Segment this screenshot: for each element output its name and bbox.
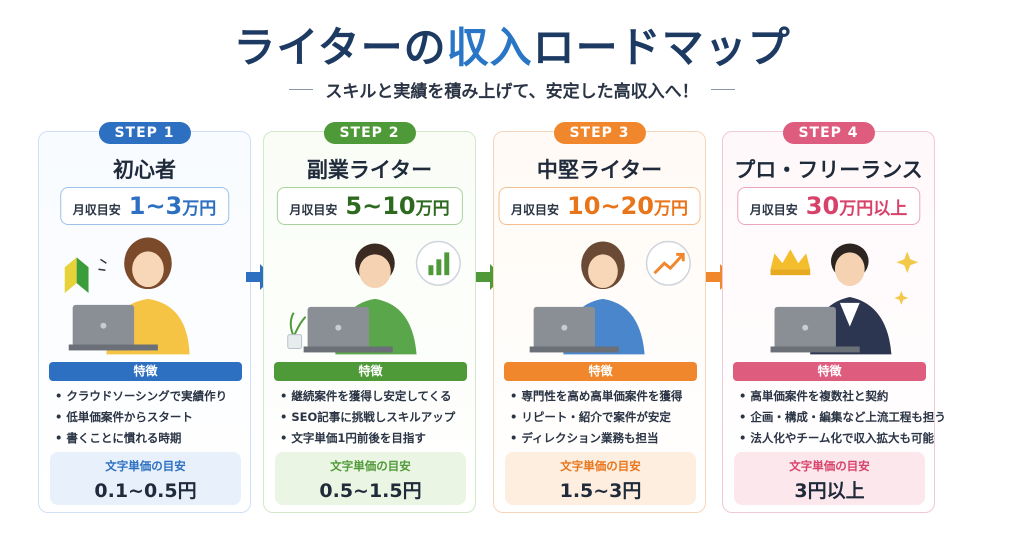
income-unit: 万円 xyxy=(653,199,688,219)
sparkle-icon xyxy=(894,251,919,305)
features-list: クラウドソーシングで実績作り 低単価案件からスタート 書くことに慣れる時期 xyxy=(55,386,245,449)
step-card-3: STEP 3 中堅ライター 月収目安 10~20万円 特徴 専門性を高め高単価案… xyxy=(493,122,706,513)
level-title: 副業ライター xyxy=(306,158,433,182)
step-badge: STEP 2 xyxy=(323,122,416,144)
income-label: 月収目安 xyxy=(72,203,121,217)
list-item: 文字単価1円前後を目指す xyxy=(280,428,470,449)
features-list: 専門性を高め高単価案件を獲得 リピート・紹介で案件が安定 ディレクション業務も担… xyxy=(510,386,700,449)
features-header: 特徴 xyxy=(733,362,926,381)
income-value: 30 xyxy=(805,192,840,220)
plant-icon xyxy=(287,312,307,349)
step-badge: STEP 3 xyxy=(553,122,646,144)
features-list: 高単価案件を複数社と契約 企画・構成・編集など上流工程も担う 法人化やチーム化で… xyxy=(739,386,946,449)
mid-level-writer-illustration xyxy=(529,240,691,355)
monthly-income-box: 月収目安 30万円以上 xyxy=(736,187,921,225)
income-unit: 万円 xyxy=(415,199,450,219)
features-list: 継続案件を獲得し安定してくる SEO記事に挑戦しスキルアップ 文字単価1円前後を… xyxy=(280,386,470,449)
divider-left xyxy=(289,89,314,90)
pro-freelancer-illustration xyxy=(770,243,919,355)
price-label: 文字単価の目安 xyxy=(330,459,411,473)
income-label: 月収目安 xyxy=(289,203,338,217)
features-header: 特徴 xyxy=(274,362,467,381)
crown-icon xyxy=(770,249,811,276)
price-box: 文字単価の目安 3円以上 xyxy=(734,452,925,505)
income-unit: 万円 xyxy=(182,199,217,219)
list-item: ディレクション業務も担当 xyxy=(510,428,700,449)
list-item: 法人化やチーム化で収入拡大も可能 xyxy=(739,428,934,449)
beginner-writer-illustration xyxy=(64,237,190,355)
list-item: 書くことに慣れる時期 xyxy=(55,428,245,449)
shoshinsha-mark-icon xyxy=(64,257,89,293)
monthly-income-box: 月収目安 10~20万円 xyxy=(498,187,701,225)
list-item: 継続案件を獲得し安定してくる xyxy=(280,386,470,407)
list-item: クラウドソーシングで実績作り xyxy=(55,386,245,407)
list-item: 専門性を高め高単価案件を獲得 xyxy=(510,386,700,407)
list-item: SEO記事に挑戦しスキルアップ xyxy=(280,407,470,428)
page-title: ライターの収入ロードマップ xyxy=(233,23,791,72)
page-subtitle: スキルと実績を積み上げて、安定した高収入へ！ xyxy=(325,82,699,102)
price-label: 文字単価の目安 xyxy=(105,459,186,473)
growth-chart-bubble-icon xyxy=(645,240,691,286)
income-value: 5~10 xyxy=(345,192,416,220)
bar-chart-bubble-icon xyxy=(415,240,461,286)
price-label: 文字単価の目安 xyxy=(789,459,870,473)
price-value: 3円以上 xyxy=(794,480,865,502)
price-value: 0.5~1.5円 xyxy=(319,480,422,502)
income-value: 1~3 xyxy=(128,192,183,220)
price-box: 文字単価の目安 1.5~3円 xyxy=(505,452,696,505)
monthly-income-box: 月収目安 1~3万円 xyxy=(59,187,230,225)
list-item: 高単価案件を複数社と契約 xyxy=(739,386,929,407)
price-label: 文字単価の目安 xyxy=(560,459,641,473)
features-header: 特徴 xyxy=(49,362,242,381)
divider-right xyxy=(710,89,735,90)
price-value: 0.1~0.5円 xyxy=(94,480,197,502)
income-unit: 万円以上 xyxy=(839,199,908,219)
price-box: 文字単価の目安 0.5~1.5円 xyxy=(275,452,466,505)
list-item: 低単価案件からスタート xyxy=(55,407,245,428)
income-label: 月収目安 xyxy=(511,203,560,217)
step-badge: STEP 1 xyxy=(98,122,191,144)
level-title: 中堅ライター xyxy=(536,158,663,182)
list-item: 企画・構成・編集など上流工程も担う xyxy=(739,407,946,428)
step-badge: STEP 4 xyxy=(782,122,875,144)
step-card-1: STEP 1 初心者 月収目安 1~3万円 特徴 クラウドソーシングで実績作り … xyxy=(38,122,251,513)
monthly-income-box: 月収目安 5~10万円 xyxy=(276,187,463,225)
step-card-2: STEP 2 副業ライター 月収目安 5~10万円 特徴 継続案件を獲得し安定し… xyxy=(263,122,476,513)
level-title: プロ・フリーランス xyxy=(734,158,923,182)
price-value: 1.5~3円 xyxy=(559,480,642,502)
list-item: リピート・紹介で案件が安定 xyxy=(510,407,700,428)
step-card-4: STEP 4 プロ・フリーランス 月収目安 30万円以上 特徴 高単価案件を複数… xyxy=(722,122,946,513)
price-box: 文字単価の目安 0.1~0.5円 xyxy=(50,452,241,505)
subtitle-row: スキルと実績を積み上げて、安定した高収入へ！ xyxy=(0,77,1024,102)
features-header: 特徴 xyxy=(504,362,697,381)
income-value: 10~20 xyxy=(567,192,654,220)
level-title: 初心者 xyxy=(113,158,176,182)
income-label: 月収目安 xyxy=(749,203,798,217)
side-job-writer-illustration xyxy=(287,240,461,355)
